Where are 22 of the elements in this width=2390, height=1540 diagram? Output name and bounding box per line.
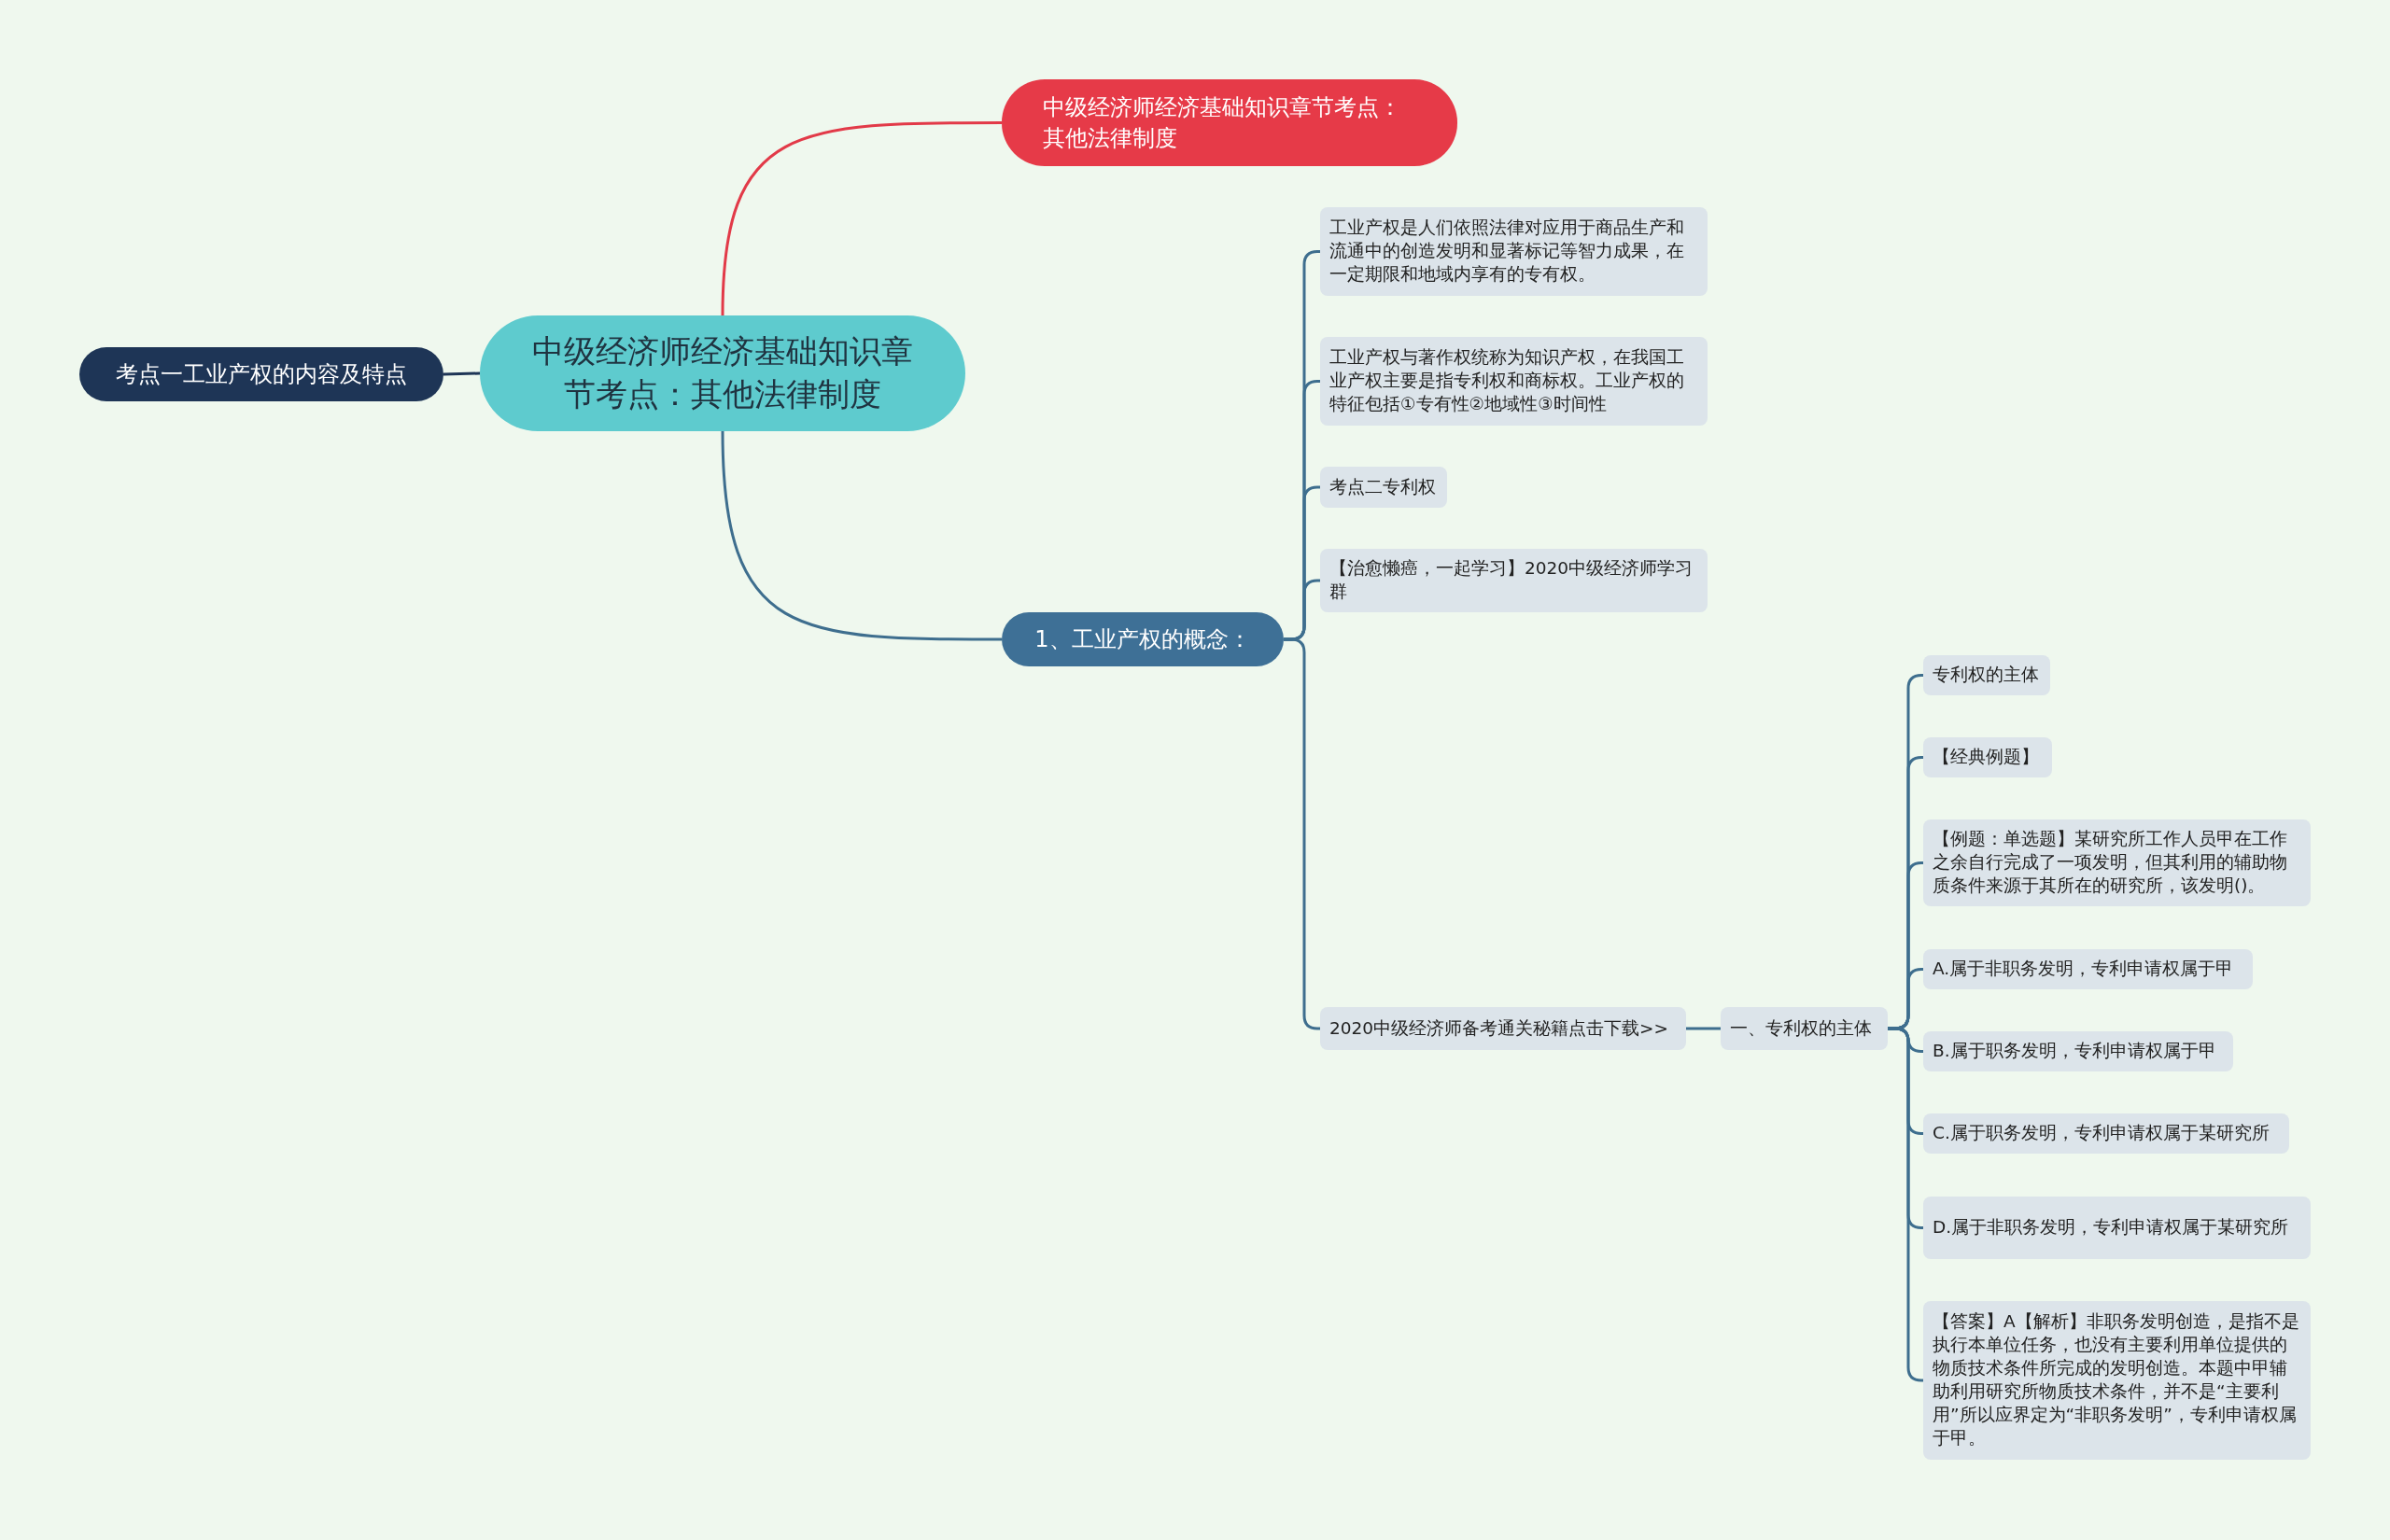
- connector: [443, 371, 481, 376]
- connector: [721, 121, 1002, 316]
- text-box: 工业产权是人们依照法律对应用于商品生产和流通中的创造发明和显著标记等智力成果，在一定期限和地域内享有的专有权。: [1320, 207, 1708, 296]
- topic-box: 中级经济师经济基础知识章节考点：其他法律制度: [1002, 79, 1457, 166]
- text-box: A.属于非职务发明，专利申请权属于甲: [1923, 949, 2253, 989]
- text-box: 【例题：单选题】某研究所工作人员甲在工作之余自行完成了一项发明，但其利用的辅助物质条件来源于其所在的研究所，该发明()。: [1923, 819, 2311, 906]
- text-box: B.属于职务发明，专利申请权属于甲: [1923, 1031, 2233, 1071]
- topic-box: 中级经济师经济基础知识章节考点：其他法律制度: [480, 315, 965, 431]
- text-box: 【治愈懒癌，一起学习】2020中级经济师学习群: [1320, 549, 1708, 612]
- text-box: 工业产权与著作权统称为知识产权，在我国工业产权主要是指专利权和商标权。工业产权的特征包括①专有性②地域性③时间性: [1320, 337, 1708, 426]
- topic-box: 1、工业产权的概念：: [1002, 612, 1284, 666]
- text-box: 【经典例题】: [1923, 737, 2052, 777]
- text-box: 2020中级经济师备考通关秘籍点击下载>>: [1320, 1007, 1686, 1050]
- text-box: D.属于非职务发明，专利申请权属于某研究所: [1923, 1197, 2311, 1259]
- connector: [1686, 1027, 1721, 1030]
- text-box: 【答案】A【解析】非职务发明创造，是指不是执行本单位任务，也没有主要利用单位提供的物质技术条件所完成的发明创造。本题中甲辅助利用研究所物质技术条件，并不是“主要利用”所以应界定为“非职务发明”，专利申请权属于甲。: [1923, 1301, 2311, 1460]
- topic-box: 考点一工业产权的内容及特点: [79, 347, 443, 401]
- text-box: C.属于职务发明，专利申请权属于某研究所: [1923, 1113, 2289, 1154]
- connector: [721, 430, 1002, 641]
- text-box: 一、专利权的主体: [1721, 1007, 1888, 1050]
- text-box: 考点二专利权: [1320, 467, 1447, 508]
- text-box: 专利权的主体: [1923, 655, 2050, 695]
